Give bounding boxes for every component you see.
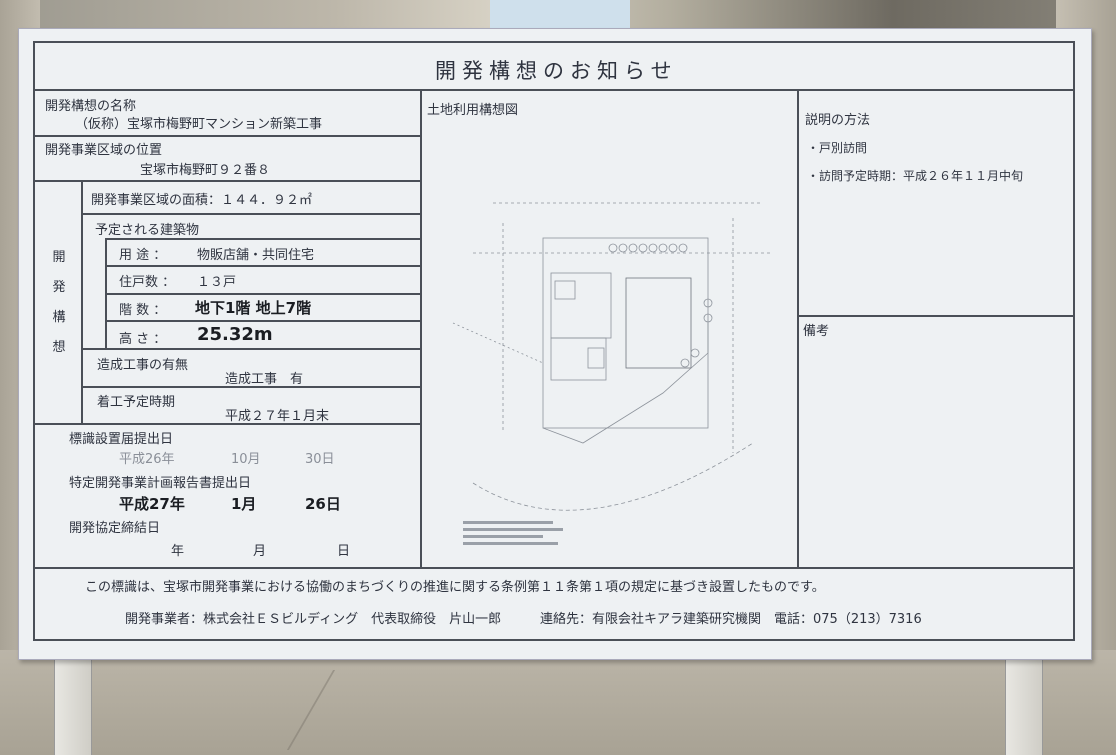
vertical-label-divider — [81, 180, 83, 423]
height-value: 25.32m — [197, 324, 273, 345]
sign-post-right — [1005, 650, 1043, 755]
development-vertical-label: 開 発 構 想 — [51, 243, 67, 363]
row-line — [81, 348, 421, 350]
vertical-char: 開 — [52, 250, 66, 265]
start-value: 平成２７年１月末 — [225, 409, 330, 424]
land-use-plan-label: 土地利用構想図 — [427, 103, 519, 118]
floors-label: 階 数 ： — [119, 303, 167, 318]
sign-notice-label: 標識設置届提出日 — [69, 432, 174, 447]
background-sky — [490, 0, 630, 32]
developer-text: 開発事業者：株式会社ＥＳビルディング 代表取締役 片山一郎 — [125, 612, 502, 627]
column-divider-right — [797, 89, 799, 567]
remarks-label: 備考 — [803, 324, 830, 339]
sign-title: 開発構想のお知らせ — [435, 59, 678, 83]
row-line — [35, 180, 421, 182]
report-day: 26日 — [305, 495, 341, 513]
explanation-divider — [797, 315, 1075, 317]
agreement-label: 開発協定締結日 — [69, 521, 161, 536]
explanation-label: 説明の方法 — [805, 113, 871, 128]
area-value: 開発事業区域の面積：１４４．９２㎡ — [91, 193, 313, 208]
report-month: 1月 — [231, 495, 257, 513]
explanation-schedule: ・訪問予定時期：平成２６年１１月中旬 — [807, 169, 1024, 183]
agreement-day: 日 — [337, 544, 351, 559]
background-wall-bottom — [0, 650, 1116, 755]
grading-label: 造成工事の有無 — [97, 358, 189, 373]
row-line — [35, 423, 421, 425]
ordinance-text: この標識は、宝塚市開発事業における協働のまちづくりの推進に関する条例第１１条第１… — [85, 580, 825, 595]
vertical-char: 構 — [52, 310, 66, 325]
agreement-year: 年 — [171, 544, 185, 559]
report-label: 特定開発事業計画報告書提出日 — [69, 476, 252, 491]
contact-text: 連絡先：有限会社キアラ建築研究機関 電話：075（213）7316 — [540, 612, 922, 627]
sign-post-left — [54, 650, 92, 755]
row-line — [81, 213, 421, 215]
units-label: 住戸数 ： — [119, 275, 176, 290]
row-line — [35, 135, 421, 137]
title-divider — [35, 89, 1073, 91]
use-label: 用 途 ： — [119, 248, 167, 263]
row-line — [105, 238, 421, 240]
start-label: 着工予定時期 — [97, 395, 176, 410]
row-line — [81, 386, 421, 388]
row-line — [105, 265, 421, 267]
row-line — [105, 293, 421, 295]
sign-notice-day: 30日 — [305, 452, 335, 467]
project-name-label: 開発構想の名称 — [45, 99, 137, 114]
use-value: 物販店舗・共同住宅 — [197, 248, 315, 263]
development-notice-sign: 開発構想のお知らせ 開発構想の名称 （仮称）宝塚市梅野町マンション新築工事 開発… — [18, 28, 1092, 660]
footer-divider — [35, 567, 1073, 569]
agreement-month: 月 — [253, 544, 267, 559]
units-value: １３戸 — [197, 275, 237, 290]
explanation-method: ・戸別訪問 — [807, 141, 868, 155]
location-label: 開発事業区域の位置 — [45, 143, 163, 158]
column-divider-left — [420, 89, 422, 567]
site-plan-drawing — [452, 202, 773, 545]
vertical-char: 想 — [52, 340, 66, 355]
row-line — [105, 320, 421, 322]
floors-value: 地下1階 地上7階 — [195, 299, 312, 317]
sign-frame: 開発構想のお知らせ 開発構想の名称 （仮称）宝塚市梅野町マンション新築工事 開発… — [33, 41, 1075, 641]
grading-value: 造成工事 有 — [225, 372, 304, 387]
report-year: 平成27年 — [119, 495, 185, 513]
vertical-char: 発 — [52, 280, 66, 295]
planned-building-label: 予定される建築物 — [95, 223, 200, 238]
height-label: 高 さ ： — [119, 332, 167, 347]
project-name-value: （仮称）宝塚市梅野町マンション新築工事 — [75, 117, 323, 132]
sign-notice-year: 平成26年 — [119, 452, 175, 467]
location-value: 宝塚市梅野町９２番８ — [140, 163, 271, 178]
sign-notice-month: 10月 — [231, 452, 261, 467]
